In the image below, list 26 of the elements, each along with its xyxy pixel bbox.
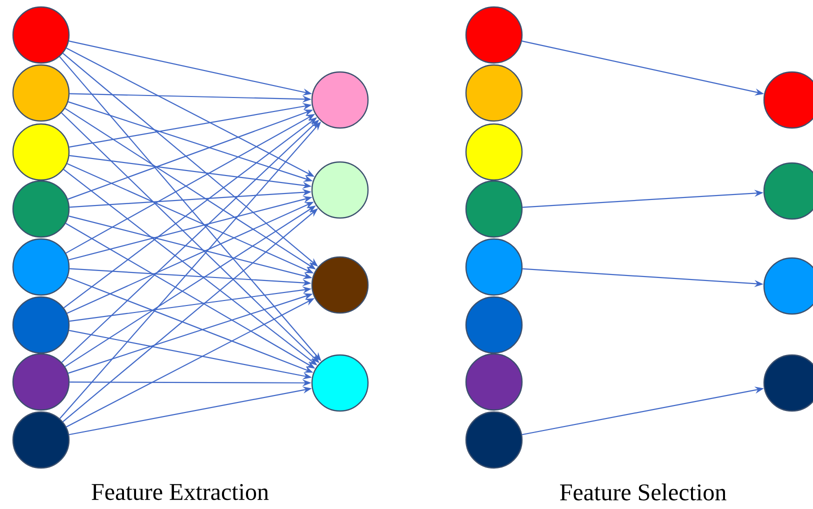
caption: Feature Extraction [92,484,269,500]
circle-node [465,238,523,296]
circle-node [465,6,523,64]
circle-node [311,354,369,412]
circle-node [12,123,70,181]
circle-node [465,64,523,122]
circle-node [311,256,369,314]
circle-node [12,64,70,122]
circle-node [12,238,70,296]
circle-node [465,353,523,411]
circle-node [763,162,813,220]
circle-node [311,71,369,129]
circle-node [465,180,523,238]
circle-node [763,257,813,315]
circle-node [12,296,70,354]
circle-node [12,180,70,238]
circle-node [311,161,369,219]
circle-node [465,296,523,354]
circle-node [465,411,523,469]
circle-node [12,6,70,64]
circle-node [12,411,70,469]
circle-node [12,353,70,411]
caption: Feature Selection [560,484,726,500]
circle-node [763,354,813,412]
circle-node [465,123,523,181]
circle-node [763,71,813,129]
